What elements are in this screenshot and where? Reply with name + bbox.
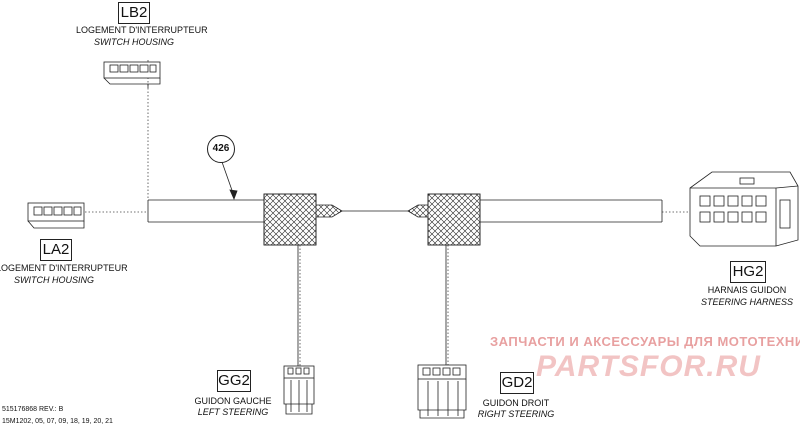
lb2-code: LB2 — [118, 2, 150, 24]
hg2-code-text: HG2 — [732, 263, 764, 280]
lb2-label-fr: LOGEMENT D'INTERRUPTEUR — [76, 25, 208, 35]
gd2-label-en: RIGHT STEERING — [477, 409, 555, 419]
hg2-connector-icon — [689, 171, 799, 247]
gd2-code: GD2 — [500, 372, 534, 394]
junction-left — [263, 193, 343, 246]
watermark-tagline: ЗАПЧАСТИ И АКСЕССУАРЫ ДЛЯ МОТОТЕХНИКИ — [490, 334, 800, 349]
gg2-label-fr: GUIDON GAUCHE — [194, 396, 272, 406]
gg2-label-en: LEFT STEERING — [197, 407, 269, 417]
gg2-code: GG2 — [217, 370, 251, 392]
dotted-leaders — [85, 60, 690, 368]
harness-tube-right — [480, 199, 663, 223]
la2-code-text: LA2 — [42, 241, 70, 258]
lb2-connector-icon — [103, 61, 161, 88]
lb2-label-en: SWITCH HOUSING — [94, 37, 174, 47]
harness-tube-left — [147, 199, 264, 223]
junction-right — [407, 193, 481, 246]
branch-wires — [297, 245, 447, 368]
gd2-connector-icon — [417, 364, 467, 419]
gg2-connector-icon — [283, 365, 315, 415]
lb2-code-text: LB2 — [120, 4, 148, 21]
callout-426: 426 — [207, 135, 235, 163]
gd2-label-fr: GUIDON DROIT — [482, 398, 550, 408]
la2-label-fr: LOGEMENT D'INTERRUPTEUR — [0, 263, 128, 273]
callout-arrow — [221, 161, 238, 201]
callout-number: 426 — [212, 143, 230, 154]
hg2-label-fr: HARNAIS GUIDON — [707, 285, 787, 295]
gg2-code-text: GG2 — [218, 372, 250, 389]
footer-code: 15M1202, 05, 07, 09, 18, 19, 20, 21 — [2, 418, 113, 425]
hg2-code: HG2 — [730, 261, 766, 283]
gd2-code-text: GD2 — [501, 374, 533, 391]
watermark-logo: PARTSFOR.RU — [536, 350, 761, 383]
la2-code: LA2 — [40, 239, 72, 261]
la2-label-en: SWITCH HOUSING — [14, 275, 94, 285]
hg2-label-en: STEERING HARNESS — [700, 297, 794, 307]
footer-rev: 515176868 REV.: B — [2, 406, 64, 413]
la2-connector-icon — [27, 202, 85, 229]
